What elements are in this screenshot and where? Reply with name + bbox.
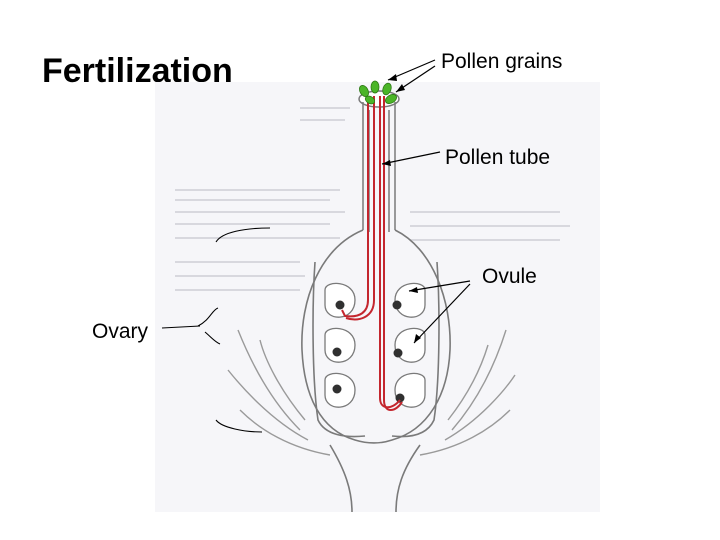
pollen-grains [359, 80, 397, 105]
scan-text-noise [175, 107, 570, 291]
ovary-outline [301, 229, 451, 513]
arrow-heads [382, 74, 421, 343]
ovules [324, 282, 426, 408]
ovary-bracket [161, 227, 271, 433]
pollen-grains-label: Pollen grains [441, 50, 563, 73]
ovule-left-3 [324, 372, 356, 408]
sepals [227, 329, 516, 456]
ovule-left-1 [324, 282, 356, 318]
pollen-tube-label: Pollen tube [445, 146, 551, 169]
ovary-label: Ovary [92, 320, 149, 343]
scan-background [155, 82, 600, 512]
ovule-label: Ovule [482, 265, 537, 288]
ovule-right-3 [394, 372, 426, 408]
pollen-tube-paths [341, 96, 403, 411]
ovule-left-2 [324, 327, 356, 363]
